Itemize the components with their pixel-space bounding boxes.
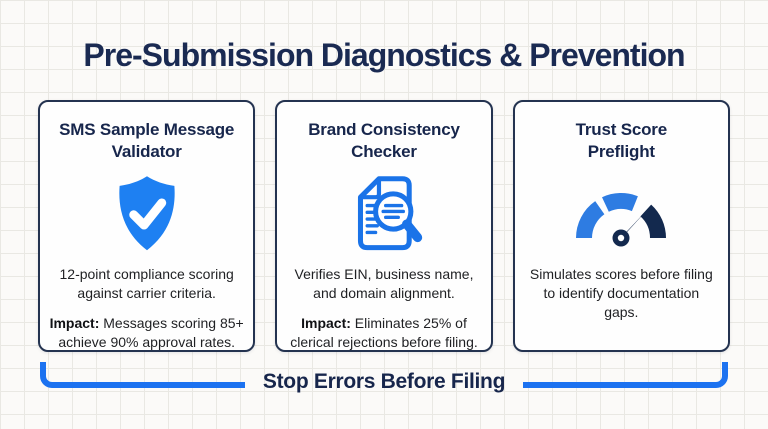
card-title: SMS Sample Message Validator [59, 120, 235, 162]
card-description: 12-point compliance scoring against carr… [59, 266, 234, 302]
page-title: Pre-Submission Diagnostics & Prevention [83, 37, 685, 73]
card-impact: Impact: Messages scoring 85+ achieve 90%… [48, 314, 245, 352]
footer-bracket: Stop Errors Before Filing [40, 362, 729, 400]
card-title: Trust Score Preflight [575, 120, 668, 162]
card-sms-validator: SMS Sample Message Validator 12-point co… [38, 100, 256, 352]
card-description: Simulates scores before filing to identi… [529, 266, 713, 320]
document-magnifier-icon [285, 169, 482, 259]
bracket-left-line [40, 362, 245, 388]
gauge-icon [523, 169, 720, 259]
card-impact: Impact: Eliminates 25% of clerical rejec… [285, 314, 482, 352]
cards-row: SMS Sample Message Validator 12-point co… [38, 100, 730, 352]
card-trust-score: Trust Score Preflight Simulates scores b… [512, 100, 730, 352]
impact-text: Eliminates 25% of clerical rejections be… [290, 314, 478, 350]
impact-label: Impact: [49, 314, 100, 331]
impact-text: Messages scoring 85+ achieve 90% approva… [58, 314, 244, 350]
bracket-right-line [523, 362, 729, 388]
card-title: Brand Consistency Checker [308, 120, 460, 162]
impact-label: Impact: [301, 314, 351, 331]
card-description: Verifies EIN, business name, and domain … [294, 266, 474, 302]
card-brand-checker: Brand Consistency Checker Verifies EIN, … [275, 100, 493, 352]
footer-label: Stop Errors Before Filing [262, 370, 506, 393]
shield-check-icon [48, 169, 245, 259]
